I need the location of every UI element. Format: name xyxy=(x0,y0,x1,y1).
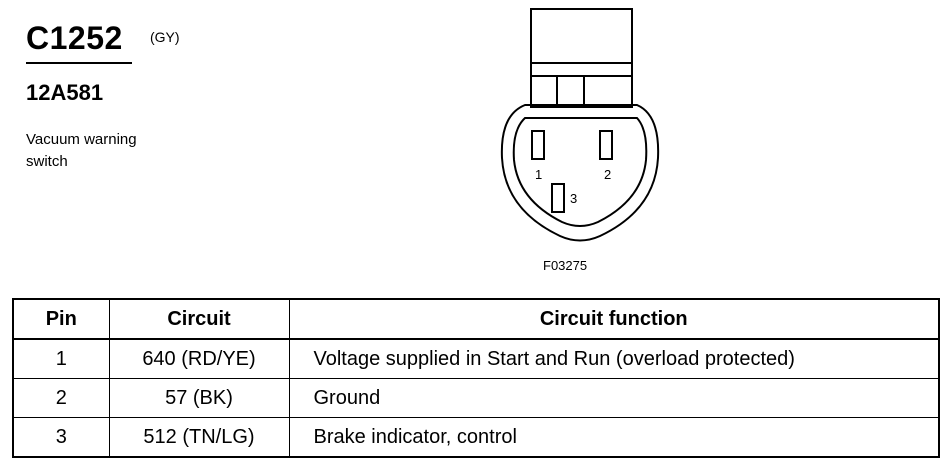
pin-1-label: 1 xyxy=(535,167,542,182)
table-row: 1 640 (RD/YE) Voltage supplied in Start … xyxy=(12,338,940,379)
connector-latch xyxy=(530,62,633,77)
pin-3-label: 3 xyxy=(570,191,577,206)
connector-outer-shell xyxy=(500,104,660,242)
function-cell: Ground xyxy=(288,378,940,418)
pin-cell: 1 xyxy=(12,338,110,379)
connector-face-diagram: 1 2 3 xyxy=(500,8,660,242)
title-underline xyxy=(26,62,132,64)
pin-cell: 2 xyxy=(12,378,110,418)
circuit-cell: 512 (TN/LG) xyxy=(108,417,290,458)
connector-inner-cavity xyxy=(512,117,648,227)
description-line-2: switch xyxy=(26,153,68,170)
pin-1-terminal xyxy=(531,130,545,160)
function-cell: Voltage supplied in Start and Run (overl… xyxy=(288,338,940,379)
pin-table-header-row: Pin Circuit Circuit function xyxy=(12,298,940,340)
circuit-cell: 640 (RD/YE) xyxy=(108,338,290,379)
table-row: 3 512 (TN/LG) Brake indicator, control xyxy=(12,417,940,458)
pin-2-label: 2 xyxy=(604,167,611,182)
circuit-cell: 57 (BK) xyxy=(108,378,290,418)
color-code-label: (GY) xyxy=(150,29,180,45)
part-number: 12A581 xyxy=(26,80,104,105)
header-circuit-function: Circuit function xyxy=(288,298,940,340)
figure-code: F03275 xyxy=(543,258,588,273)
description-line-1: Vacuum warning xyxy=(26,131,137,148)
table-row: 2 57 (BK) Ground xyxy=(12,378,940,418)
function-cell: Brake indicator, control xyxy=(288,417,940,458)
pin-table: Pin Circuit Circuit function 1 640 (RD/Y… xyxy=(12,298,940,458)
connector-description: Vacuum warning switch xyxy=(26,129,206,173)
connector-id-title: C1252 xyxy=(26,20,123,56)
header-pin: Pin xyxy=(12,298,110,340)
header-circuit: Circuit xyxy=(108,298,290,340)
connector-wire-channels xyxy=(530,75,633,108)
pin-cell: 3 xyxy=(12,417,110,458)
pin-3-terminal xyxy=(551,183,565,213)
connector-housing-top xyxy=(530,8,633,64)
pin-2-terminal xyxy=(599,130,613,160)
